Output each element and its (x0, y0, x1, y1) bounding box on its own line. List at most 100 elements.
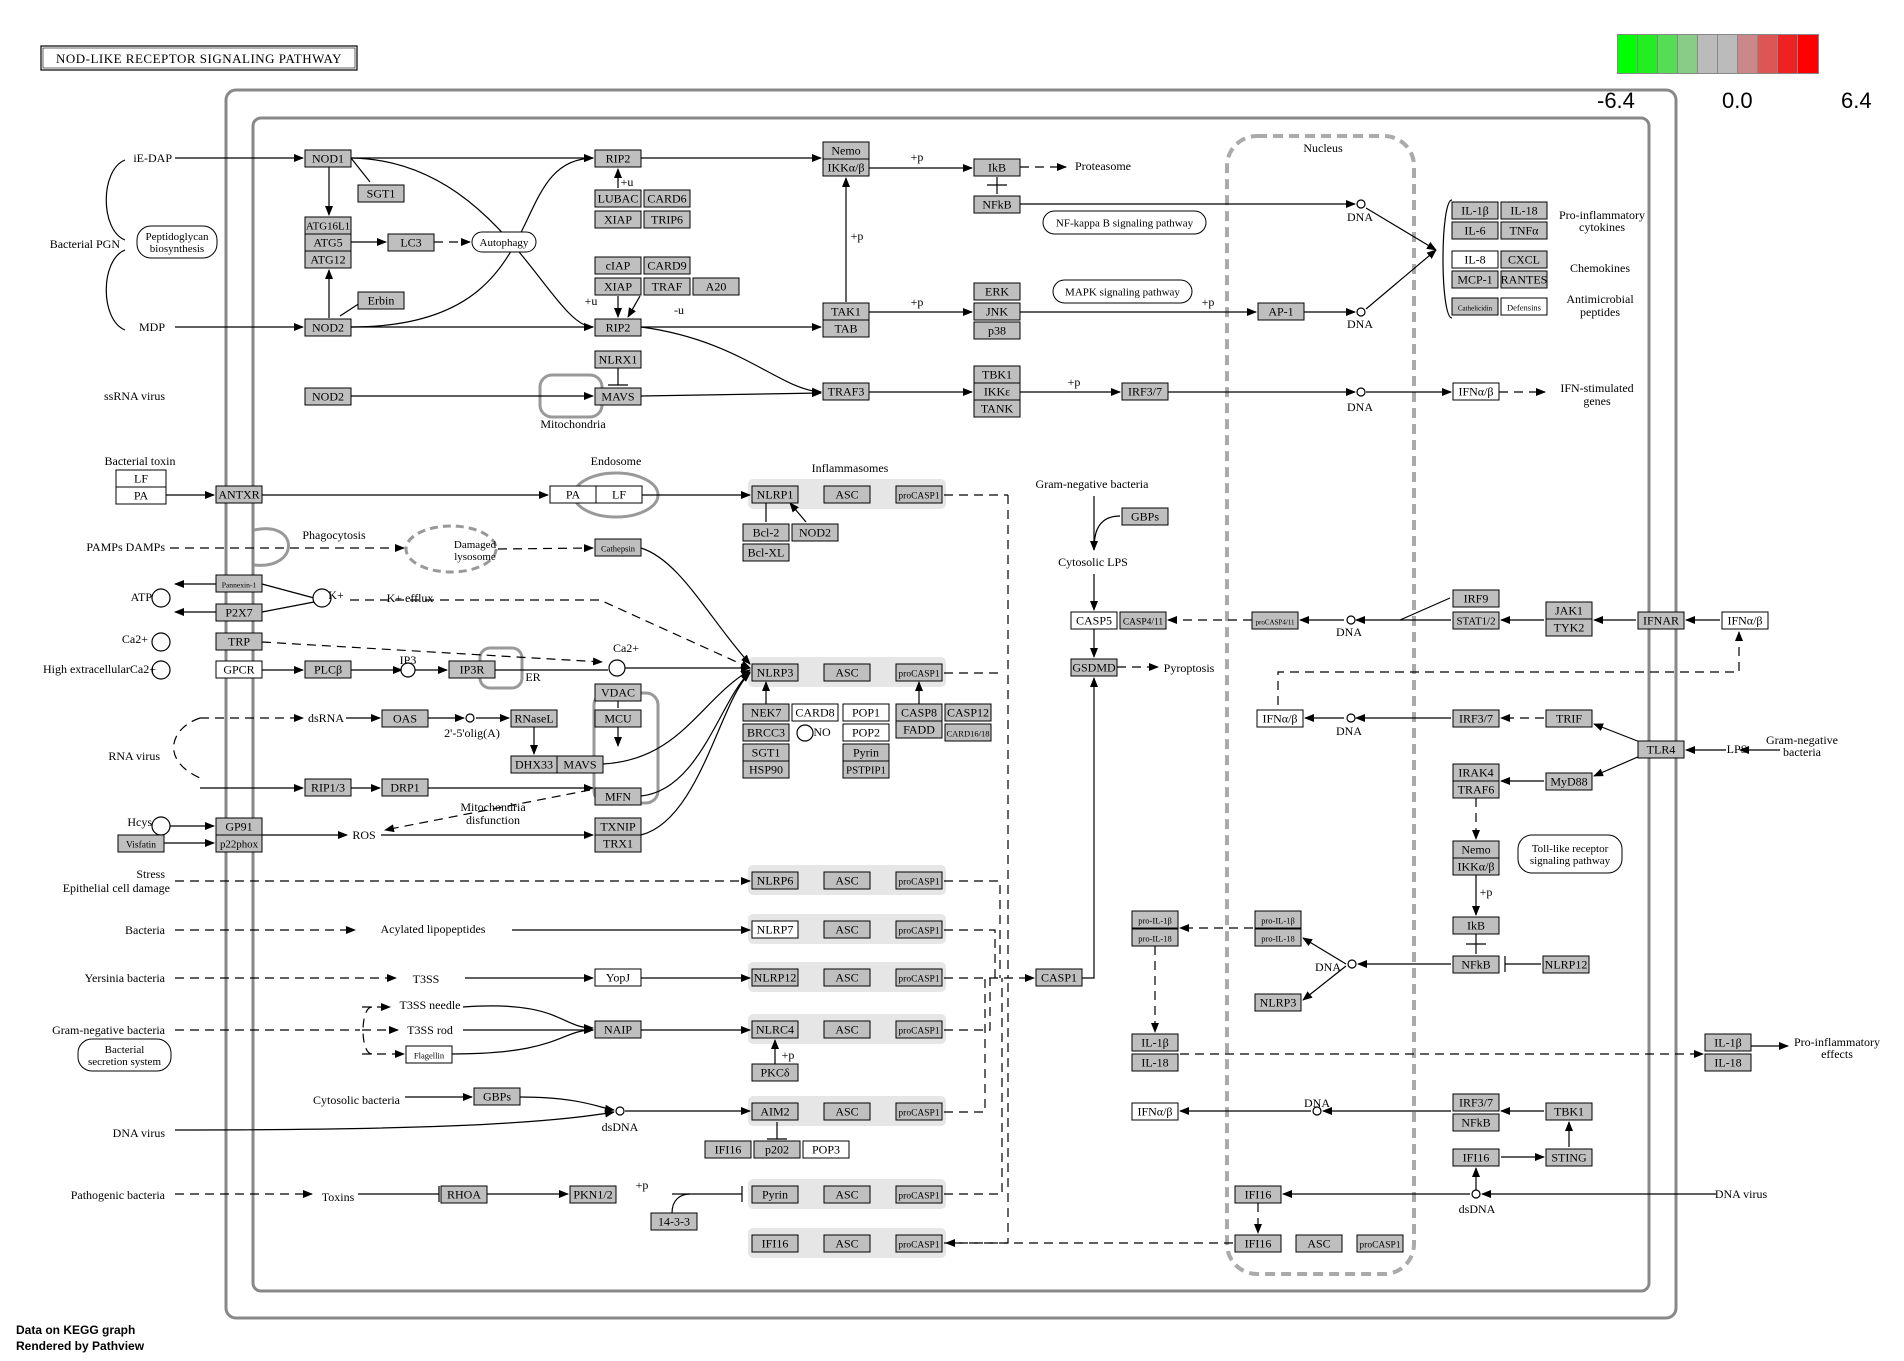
gene-node[interactable]: TRAF (643, 277, 691, 296)
gene-node[interactable]: GSDMD (1070, 658, 1118, 677)
gene-node[interactable]: IRF3/7 (1121, 382, 1169, 401)
gene-node[interactable]: NLRP7 (751, 920, 799, 939)
gene-node[interactable]: FADD (895, 720, 943, 739)
gene-node[interactable]: CXCL (1500, 250, 1548, 269)
gene-node[interactable]: NOD1 (304, 149, 352, 168)
gene-node[interactable]: CARD6 (643, 189, 691, 208)
gene-node[interactable]: NFkB (973, 195, 1021, 214)
gene-node[interactable]: RIP1/3 (304, 778, 352, 797)
gene-node[interactable]: Bcl-2 (742, 523, 790, 542)
gene-node[interactable]: IKKα/β (1452, 857, 1500, 876)
gene-node[interactable]: IL-18 (1500, 201, 1548, 220)
gene-node[interactable]: pro-IL-1β (1254, 910, 1302, 929)
gene-node[interactable]: SGT1 (357, 184, 405, 203)
gene-node[interactable]: CASP1 (1035, 968, 1083, 987)
gene-node[interactable]: NLRP12 (751, 968, 799, 987)
gene-node[interactable]: JAK1 (1545, 601, 1593, 620)
gene-node[interactable]: ASC (823, 920, 871, 939)
gene-node[interactable]: LF (595, 485, 643, 504)
gene-node[interactable]: IFI16 (704, 1140, 752, 1159)
gene-node[interactable]: PA (549, 485, 597, 504)
gene-node[interactable]: IL-1β (1451, 201, 1499, 220)
gene-node[interactable]: proCASP1 (895, 920, 943, 939)
gene-node[interactable]: NLRP12 (1542, 955, 1590, 974)
gene-node[interactable]: NLRC4 (751, 1020, 799, 1039)
gene-node[interactable]: CARD9 (643, 256, 691, 275)
gene-node[interactable]: PA (115, 486, 167, 505)
gene-node[interactable]: ASC (823, 871, 871, 890)
gene-node[interactable]: proCASP1 (895, 1234, 943, 1253)
gene-node[interactable]: PSTPIP1 (842, 760, 890, 779)
gene-node[interactable]: IP3R (448, 660, 496, 679)
gene-node[interactable]: TRAF3 (822, 382, 870, 401)
gene-node[interactable]: RIP2 (594, 318, 642, 337)
pathway-map-link[interactable]: Autophagy (471, 231, 537, 253)
gene-node[interactable]: IkB (973, 158, 1021, 177)
gene-node[interactable]: NLRP6 (751, 871, 799, 890)
gene-node[interactable]: Cathepsin (594, 538, 642, 557)
gene-node[interactable]: IRF3/7 (1452, 709, 1500, 728)
gene-node[interactable]: IL-6 (1451, 221, 1499, 240)
gene-node[interactable]: DRP1 (381, 778, 429, 797)
gene-node[interactable]: IFNα/β (1721, 611, 1769, 630)
gene-node[interactable]: PLCβ (304, 660, 352, 679)
gene-node[interactable]: CASP12 (944, 703, 992, 722)
gene-node[interactable]: IFI16 (751, 1234, 799, 1253)
gene-node[interactable]: P2X7 (215, 603, 263, 622)
gene-node[interactable]: TBK1 (973, 365, 1021, 384)
gene-node[interactable]: PKCδ (751, 1063, 799, 1082)
gene-node[interactable]: proCASP1 (1356, 1234, 1404, 1253)
gene-node[interactable]: NLRP1 (751, 485, 799, 504)
gene-node[interactable]: IL-18 (1704, 1053, 1752, 1072)
gene-node[interactable]: Cathelicidin (1451, 297, 1499, 316)
gene-node[interactable]: proCASP1 (895, 968, 943, 987)
gene-node[interactable]: proCASP1 (895, 485, 943, 504)
gene-node[interactable]: Visfatin (117, 834, 165, 853)
gene-node[interactable]: TRAF6 (1452, 780, 1500, 799)
gene-node[interactable]: IFNα/β (1256, 709, 1304, 728)
gene-node[interactable]: TBK1 (1545, 1102, 1593, 1121)
gene-node[interactable]: IkB (1452, 916, 1500, 935)
gene-node[interactable]: NLRX1 (594, 350, 642, 369)
gene-node[interactable]: MAVS (556, 755, 604, 774)
gene-node[interactable]: IL-8 (1451, 250, 1499, 269)
gene-node[interactable]: AIM2 (751, 1102, 799, 1121)
gene-node[interactable]: ATG16L1 (304, 216, 352, 235)
gene-node[interactable]: NOD2 (304, 318, 352, 337)
gene-node[interactable]: POP2 (842, 723, 890, 742)
gene-node[interactable]: MAVS (594, 387, 642, 406)
gene-node[interactable]: PKN1/2 (569, 1185, 617, 1204)
gene-node[interactable]: NLRP3 (751, 663, 799, 682)
gene-node[interactable]: LC3 (387, 233, 435, 252)
gene-node[interactable]: MCP-1 (1451, 270, 1499, 289)
gene-node[interactable]: ASC (823, 1234, 871, 1253)
gene-node[interactable]: ASC (823, 1102, 871, 1121)
gene-node[interactable]: IFI16 (1234, 1234, 1282, 1253)
gene-node[interactable]: ATG5 (304, 233, 352, 252)
gene-node[interactable]: IFI16 (1234, 1185, 1282, 1204)
gene-node[interactable]: Erbin (357, 291, 405, 310)
gene-node[interactable]: MCU (594, 709, 642, 728)
gene-node[interactable]: Bcl-XL (742, 543, 790, 562)
gene-node[interactable]: CARD16/18 (944, 723, 992, 742)
gene-node[interactable]: POP1 (842, 703, 890, 722)
gene-node[interactable]: p38 (973, 321, 1021, 340)
gene-node[interactable]: Pannexin-1 (215, 574, 263, 593)
gene-node[interactable]: cIAP (594, 256, 642, 275)
gene-node[interactable]: TRP (215, 632, 263, 651)
gene-node[interactable]: IL-18 (1131, 1053, 1179, 1072)
gene-node[interactable]: A20 (692, 277, 740, 296)
gene-node[interactable]: BRCC3 (742, 723, 790, 742)
gene-node[interactable]: GBPs (473, 1087, 521, 1106)
gene-node[interactable]: IFI16 (1452, 1148, 1500, 1167)
pathway-map-link[interactable]: NF-kappa B signaling pathway (1042, 210, 1207, 235)
gene-node[interactable]: TXNIP (594, 817, 642, 836)
gene-node[interactable]: SGT1 (742, 743, 790, 762)
gene-node[interactable]: ASC (823, 663, 871, 682)
gene-node[interactable]: NOD2 (304, 387, 352, 406)
gene-node[interactable]: ASC (823, 1020, 871, 1039)
gene-node[interactable]: pro-IL-18 (1131, 928, 1179, 947)
gene-node[interactable]: STAT1/2 (1452, 611, 1500, 630)
